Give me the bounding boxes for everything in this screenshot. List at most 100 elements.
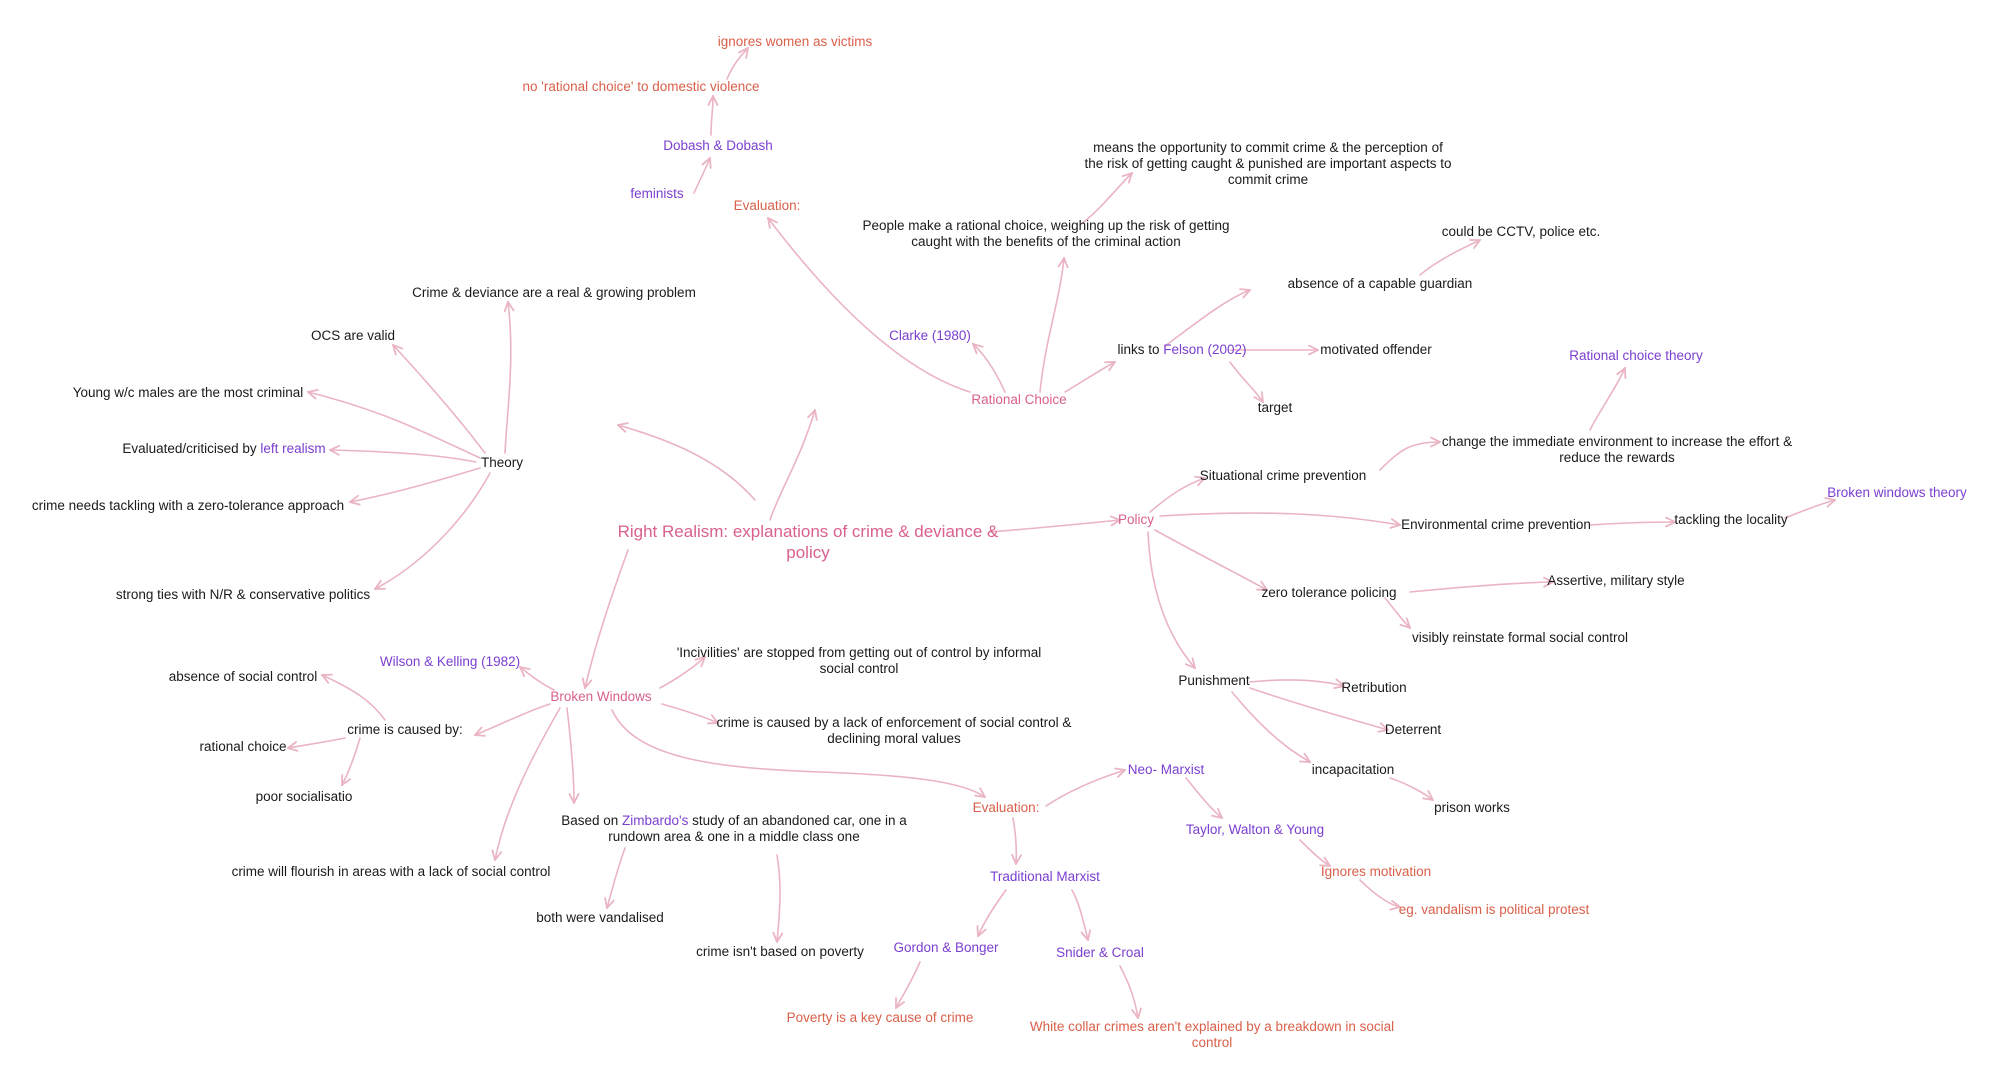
connector-arrow <box>1359 879 1400 907</box>
connector-arrow <box>1249 680 1344 686</box>
node-ignores-women[interactable]: ignores women as victims <box>717 34 873 49</box>
node-gordon-bonger[interactable]: Gordon & Bonger <box>893 940 999 955</box>
connector-arrow <box>1149 478 1205 513</box>
node-poverty-key[interactable]: Poverty is a key cause of crime <box>786 1010 974 1025</box>
node-retribution[interactable]: Retribution <box>1341 680 1407 695</box>
node-vandalism-protest[interactable]: eg. vandalism is political protest <box>1398 902 1590 917</box>
node-both-vandalised[interactable]: both were vandalised <box>536 910 664 925</box>
node-policy[interactable]: Policy <box>1117 512 1155 527</box>
connector-arrow <box>618 425 756 501</box>
connector-arrow <box>726 48 748 80</box>
connector-arrow <box>322 675 386 721</box>
node-traditional-marxist[interactable]: Traditional Marxist <box>990 869 1100 884</box>
left-realism-text: left realism <box>260 441 326 456</box>
node-white-collar[interactable]: White collar crimes aren't explained by … <box>1029 1019 1395 1050</box>
node-deterrent[interactable]: Deterrent <box>1384 722 1442 737</box>
connector-arrow <box>1389 777 1433 800</box>
connector-arrow <box>330 450 477 463</box>
node-target[interactable]: target <box>1257 400 1293 415</box>
node-zero-policing[interactable]: zero tolerance policing <box>1261 585 1397 600</box>
node-zero-approach[interactable]: crime needs tackling with a zero-toleran… <box>31 498 345 513</box>
connector-arrow <box>1589 522 1675 525</box>
node-situational[interactable]: Situational crime prevention <box>1199 468 1367 483</box>
connector-arrow <box>1164 290 1250 347</box>
connector-arrow <box>1231 691 1310 762</box>
connector-arrow <box>495 707 561 860</box>
node-not-poverty[interactable]: crime isn't based on poverty <box>696 944 864 959</box>
connector-arrow <box>1784 500 1835 519</box>
connector-arrow <box>978 889 1007 936</box>
node-neo-marxist[interactable]: Neo- Marxist <box>1127 762 1205 777</box>
node-broken-windows[interactable]: Broken Windows <box>550 689 652 704</box>
node-strong-ties[interactable]: strong ties with N/R & conservative poli… <box>115 587 371 602</box>
node-rational-choice-lc[interactable]: rational choice <box>199 739 287 754</box>
zimbardo-name-text: Zimbardo's <box>622 813 689 828</box>
connector-arrow <box>566 707 574 803</box>
node-change-environment[interactable]: change the immediate environment to incr… <box>1441 434 1793 465</box>
connector-arrow <box>1159 512 1400 525</box>
node-incapacitation[interactable]: incapacitation <box>1311 762 1395 777</box>
node-no-rational-choice[interactable]: no 'rational choice' to domestic violenc… <box>522 79 760 94</box>
connector-arrow <box>973 344 1006 393</box>
node-taylor-walton-young[interactable]: Taylor, Walton & Young <box>1185 822 1325 837</box>
connector-arrow <box>342 737 361 785</box>
node-theory[interactable]: Theory <box>480 455 524 470</box>
node-reinstate[interactable]: visibly reinstate formal social control <box>1411 630 1629 645</box>
node-evaluation-bottom[interactable]: Evaluation: <box>972 800 1040 815</box>
connector-arrow <box>1384 597 1410 628</box>
node-capable-guardian[interactable]: absence of a capable guardian <box>1287 276 1473 291</box>
node-wilson-kelling[interactable]: Wilson & Kelling (1982) <box>379 654 521 669</box>
connector-arrow <box>1299 839 1330 866</box>
connector-arrow <box>777 854 780 942</box>
node-snider-croal[interactable]: Snider & Croal <box>1056 945 1144 960</box>
node-evaluated-criticised[interactable]: Evaluated/criticised by left realism <box>122 441 325 457</box>
node-poor-socialisation[interactable]: poor socialisatio <box>255 789 353 804</box>
connector-arrow <box>769 410 815 521</box>
connector-arrow <box>768 218 971 393</box>
node-links-to[interactable]: links to Felson (2002) <box>1117 342 1246 358</box>
node-feminists[interactable]: feminists <box>630 186 684 201</box>
connector-arrow <box>661 703 718 723</box>
node-people-rational[interactable]: People make a rational choice, weighing … <box>862 218 1230 249</box>
connector-arrow <box>1154 529 1267 590</box>
node-means-opportunity[interactable]: means the opportunity to commit crime & … <box>1084 140 1452 187</box>
node-environmental[interactable]: Environmental crime prevention <box>1401 517 1591 532</box>
node-assertive[interactable]: Assertive, military style <box>1547 573 1685 588</box>
node-young-wc[interactable]: Young w/c males are the most criminal <box>72 385 304 400</box>
node-rational-choice[interactable]: Rational Choice <box>971 392 1067 407</box>
node-prison-works[interactable]: prison works <box>1434 800 1510 815</box>
node-lack-enforcement[interactable]: crime is caused by a lack of enforcement… <box>716 715 1072 746</box>
connector-arrow <box>308 392 481 459</box>
connector-arrow <box>585 549 629 688</box>
connector-arrow <box>1119 965 1138 1018</box>
node-absence-social-control[interactable]: absence of social control <box>168 669 318 684</box>
connector-arrow <box>1249 687 1388 730</box>
node-ignores-motivation[interactable]: Ignores motivation <box>1320 864 1432 879</box>
connector-arrow <box>1013 817 1016 864</box>
node-incivilities[interactable]: 'Incivilities' are stopped from getting … <box>676 645 1042 676</box>
node-ocs-valid[interactable]: OCS are valid <box>310 328 396 343</box>
node-caused-by[interactable]: crime is caused by: <box>347 722 463 737</box>
node-evaluation-top[interactable]: Evaluation: <box>733 198 801 213</box>
node-main-title[interactable]: Right Realism: explanations of crime & d… <box>617 522 999 562</box>
connector-arrow <box>693 158 710 194</box>
node-dobash[interactable]: Dobash & Dobash <box>663 138 773 153</box>
connector-arrow <box>989 520 1120 533</box>
node-zimbardo[interactable]: Based on Zimbardo's study of an abandone… <box>544 813 924 845</box>
connector-arrow <box>611 709 985 797</box>
node-motivated-offender[interactable]: motivated offender <box>1320 342 1432 357</box>
node-rc-theory[interactable]: Rational choice theory <box>1569 348 1703 363</box>
connector-arrow <box>375 472 491 589</box>
node-crime-real[interactable]: Crime & deviance are a real & growing pr… <box>412 285 696 300</box>
felson-text: Felson (2002) <box>1163 342 1247 357</box>
node-flourish[interactable]: crime will flourish in areas with a lack… <box>231 864 551 879</box>
node-punishment[interactable]: Punishment <box>1178 673 1250 688</box>
node-tackling-locality[interactable]: tackling the locality <box>1674 512 1788 527</box>
node-cctv[interactable]: could be CCTV, police etc. <box>1441 224 1601 239</box>
zimbardo-pre-text: Based on <box>561 813 622 828</box>
connector-arrow <box>1185 777 1222 818</box>
node-clarke[interactable]: Clarke (1980) <box>889 328 971 343</box>
node-bw-theory[interactable]: Broken windows theory <box>1827 485 1967 500</box>
connector-arrow <box>475 703 551 735</box>
